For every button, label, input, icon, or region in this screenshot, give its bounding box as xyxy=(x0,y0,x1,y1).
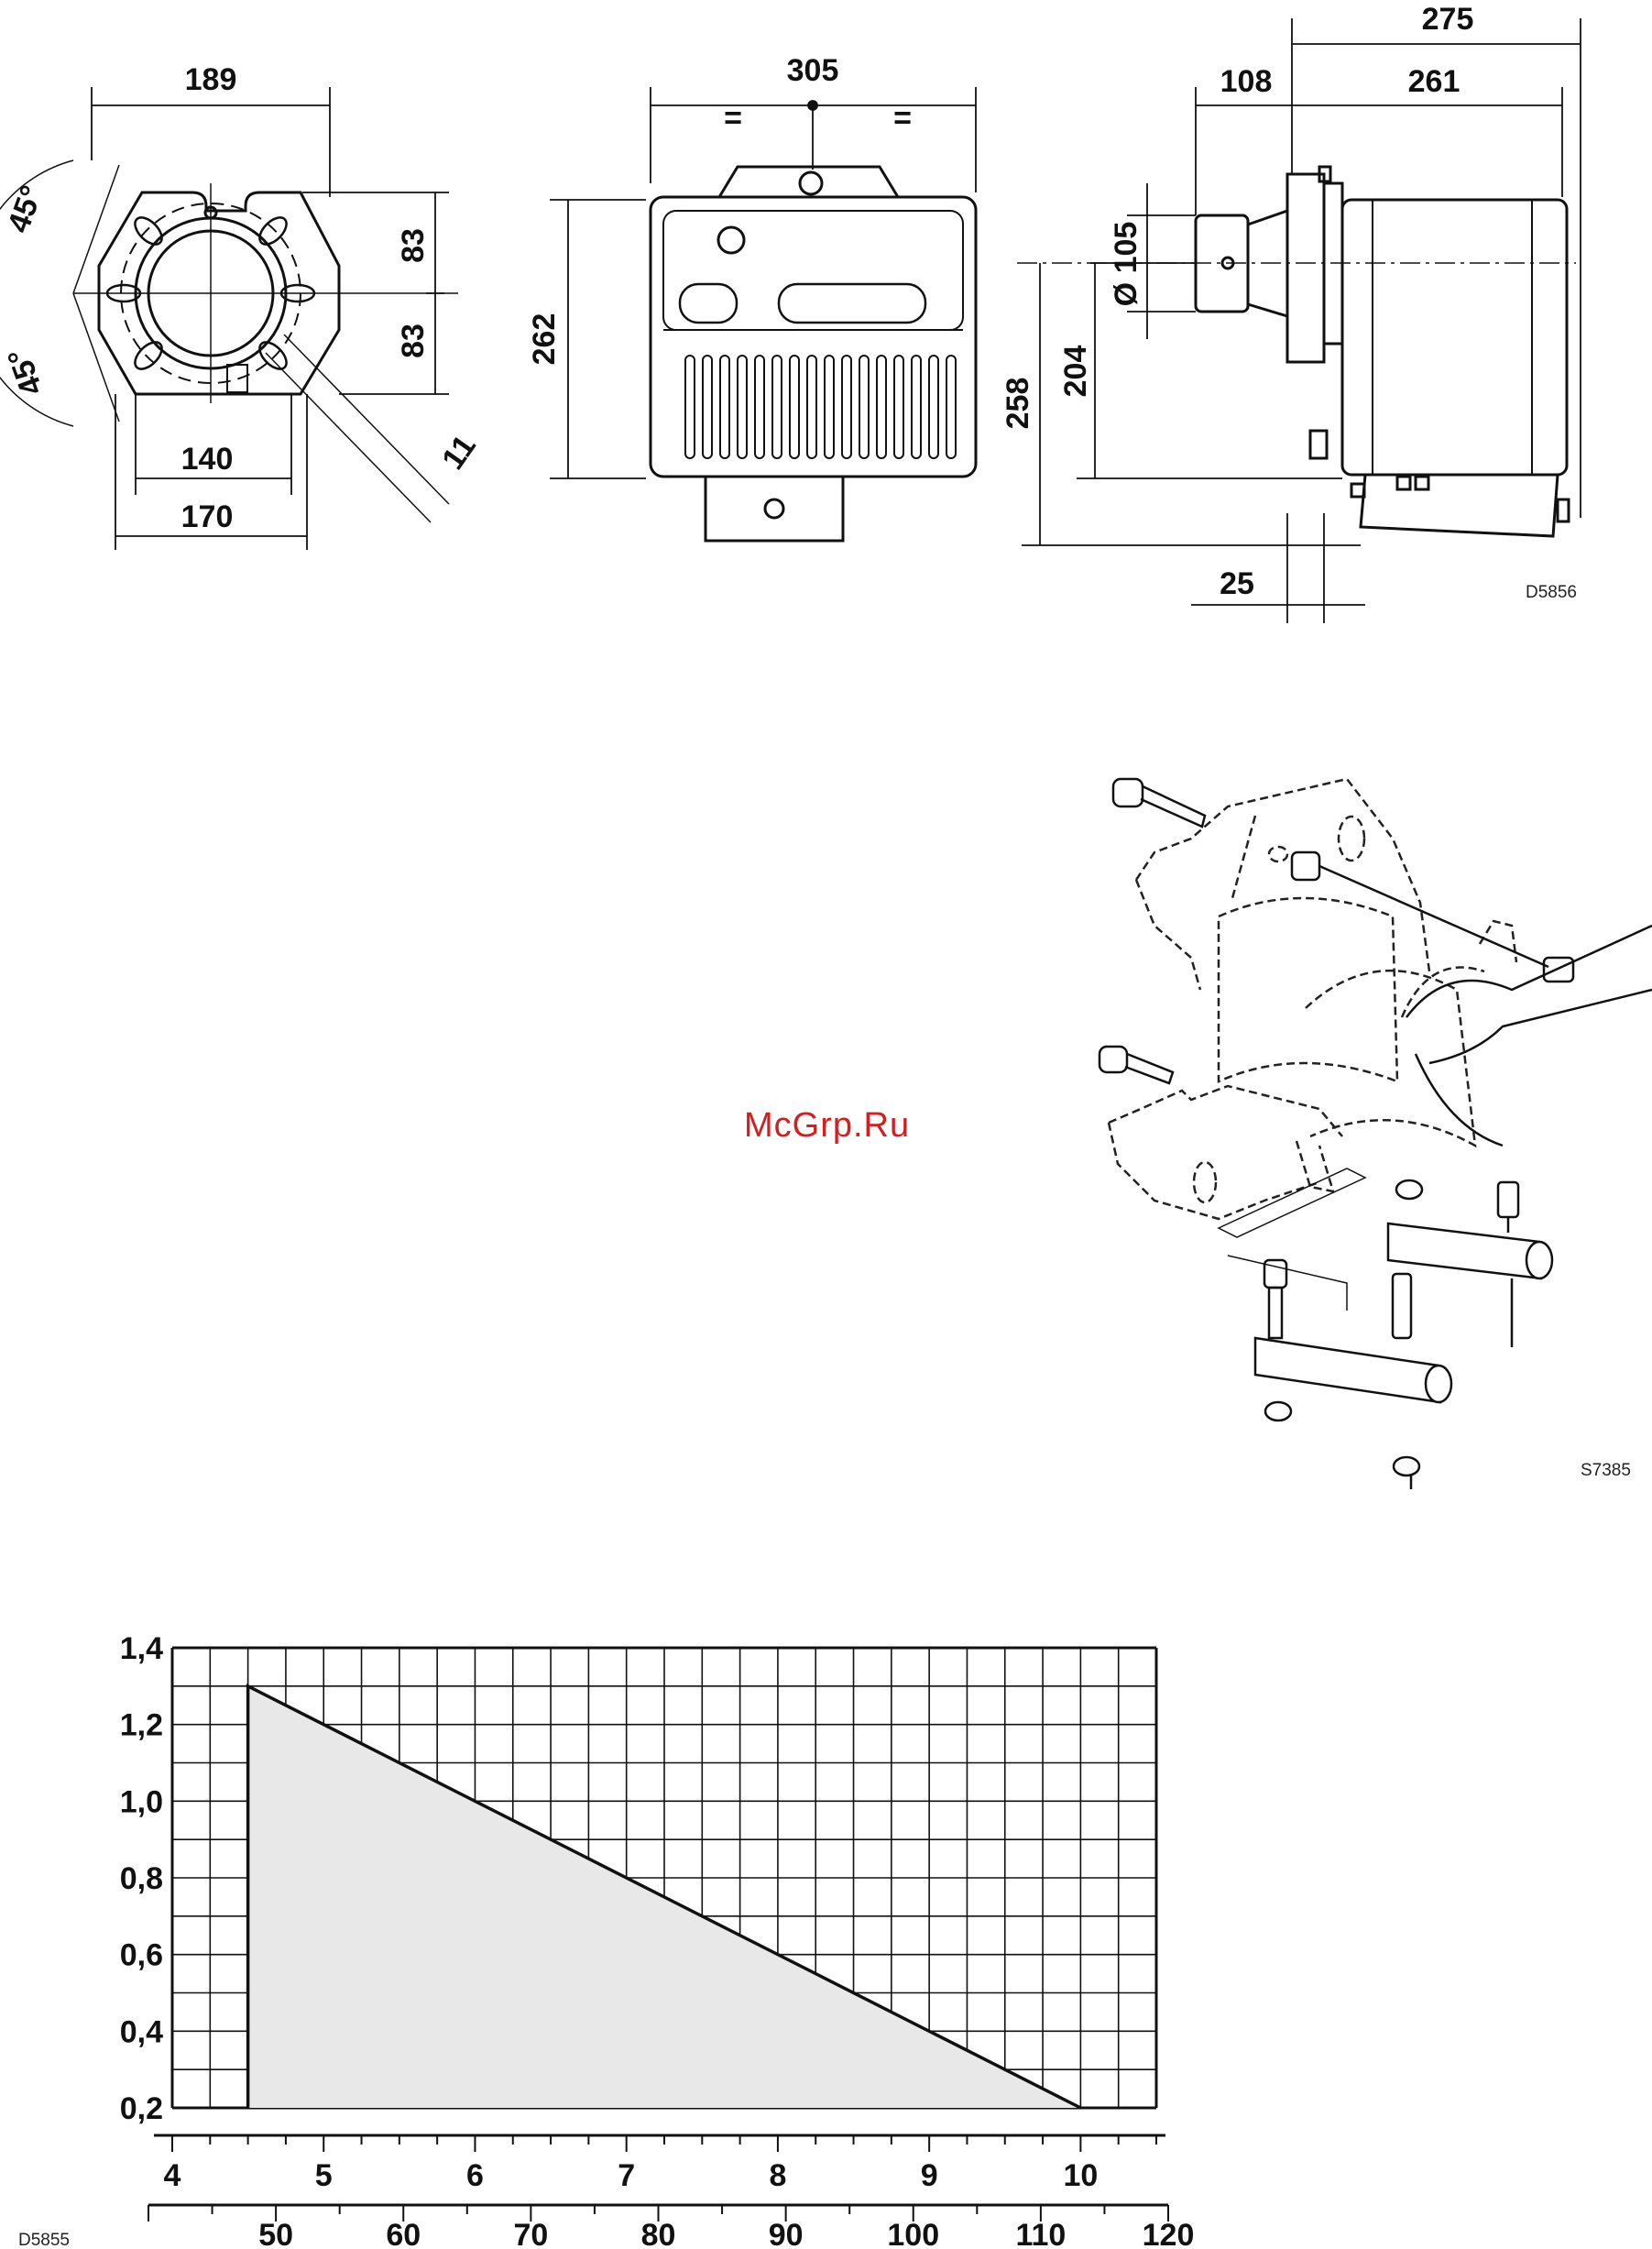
vent-slot xyxy=(703,356,712,458)
assembly-screws xyxy=(1100,779,1573,1083)
x-tick-label: 4 xyxy=(164,2158,181,2193)
dim-front-slot: 11 xyxy=(435,429,483,476)
y-tick-label: 0,4 xyxy=(120,2014,163,2049)
secondary-x-tick-label: 120 xyxy=(1143,2218,1195,2249)
dim-front-outer-width: 170 xyxy=(181,499,234,534)
vent-slot xyxy=(859,356,869,458)
pressure-output-chart: 1,4 1,2 1,0 0,8 0,6 0,4 0,2 4 5 6 7 8 9 10 50 60 70 80 9… xyxy=(18,1631,1194,2249)
x-tick-label: 6 xyxy=(466,2158,484,2193)
vent-slot xyxy=(755,356,764,458)
vent-slot xyxy=(912,356,921,458)
secondary-x-tick-label: 80 xyxy=(641,2218,676,2249)
vent-slot xyxy=(842,356,851,458)
dim-angle-upper: 45° xyxy=(1,181,49,237)
dim-profile-tube-diameter: Ø 105 xyxy=(1109,222,1143,307)
chart-y-axis: 1,4 1,2 1,0 0,8 0,6 0,4 0,2 xyxy=(120,1631,163,2126)
front-view-dimension-lines xyxy=(92,87,449,550)
dim-profile-flange: 25 xyxy=(1220,566,1254,601)
x-tick-label: 7 xyxy=(618,2158,635,2193)
y-tick-label: 1,4 xyxy=(120,1631,163,1666)
x-tick-label: 9 xyxy=(921,2158,938,2193)
dim-profile-total-height: 258 xyxy=(1001,378,1035,430)
secondary-x-tick-label: 110 xyxy=(1015,2218,1066,2249)
vent-slot xyxy=(738,356,747,458)
dim-profile-head: 108 xyxy=(1220,64,1273,99)
dim-front-upper-height: 83 xyxy=(396,228,431,263)
side-view-body xyxy=(651,167,976,541)
side-view-vents xyxy=(685,356,956,458)
vent-slot xyxy=(790,356,799,458)
secondary-x-tick-label: 100 xyxy=(887,2218,939,2249)
x-tick-label: 8 xyxy=(769,2158,786,2193)
dim-front-width: 189 xyxy=(185,62,237,97)
x-tick-label: 5 xyxy=(315,2158,333,2193)
vent-slot xyxy=(685,356,695,458)
assembly-view: S7385 xyxy=(1100,779,1652,1489)
vent-slot xyxy=(877,356,886,458)
assembly-brackets xyxy=(1255,1180,1552,1489)
vent-slot xyxy=(946,356,956,458)
drawing-code-dimensions: D5856 xyxy=(1526,583,1577,602)
y-tick-label: 0,2 xyxy=(120,2091,163,2126)
dim-profile-body: 261 xyxy=(1408,64,1461,99)
dim-side-width: 305 xyxy=(787,53,839,88)
assembly-flange-dashed xyxy=(1136,779,1516,1146)
secondary-x-tick-label: 60 xyxy=(386,2218,421,2249)
vent-slot xyxy=(929,356,938,458)
dim-profile-total: 275 xyxy=(1422,2,1474,37)
y-tick-label: 0,6 xyxy=(120,1938,163,1973)
dim-angle-lower: 45° xyxy=(1,344,49,400)
vent-slot xyxy=(807,356,816,458)
drawing-code-assembly: S7385 xyxy=(1581,1461,1631,1480)
side-view: 305 = = 262 xyxy=(527,53,976,541)
secondary-x-tick-label: 50 xyxy=(258,2218,293,2249)
dim-front-lower-height: 83 xyxy=(396,324,431,358)
chart-secondary-x-axis: 50 60 70 80 90 100 110 120 xyxy=(148,2205,1194,2249)
front-view: 189 83 83 140 170 11 45° 45° xyxy=(0,62,483,550)
watermark: McGrp.Ru xyxy=(744,1106,910,1145)
assembly-flange-lower-dashed xyxy=(1109,1086,1342,1219)
y-tick-label: 0,8 xyxy=(120,1861,163,1896)
secondary-x-tick-label: 70 xyxy=(513,2218,548,2249)
y-tick-label: 1,2 xyxy=(120,1708,163,1743)
vent-slot xyxy=(825,356,834,458)
y-tick-label: 1,0 xyxy=(120,1784,163,1819)
drawing-code-chart: D5855 xyxy=(18,2231,70,2249)
dim-side-equal-left: = xyxy=(724,101,742,136)
chart-x-axis: 4 5 6 7 8 9 10 xyxy=(154,2135,1165,2193)
dim-side-equal-right: = xyxy=(893,101,912,136)
profile-view-body xyxy=(1196,167,1569,536)
vent-slot xyxy=(772,356,782,458)
profile-view: 275 108 261 Ø 105 204 258 25 D5856 xyxy=(1001,2,1581,623)
vent-slot xyxy=(894,356,903,458)
dim-front-inner-width: 140 xyxy=(181,442,234,477)
dim-side-height: 262 xyxy=(527,313,562,366)
assembly-guide-lines xyxy=(1219,1168,1365,1311)
secondary-x-tick-label: 90 xyxy=(769,2218,804,2249)
x-tick-label: 10 xyxy=(1063,2158,1098,2193)
vent-slot xyxy=(720,356,729,458)
dim-profile-axis-height: 204 xyxy=(1058,346,1093,398)
